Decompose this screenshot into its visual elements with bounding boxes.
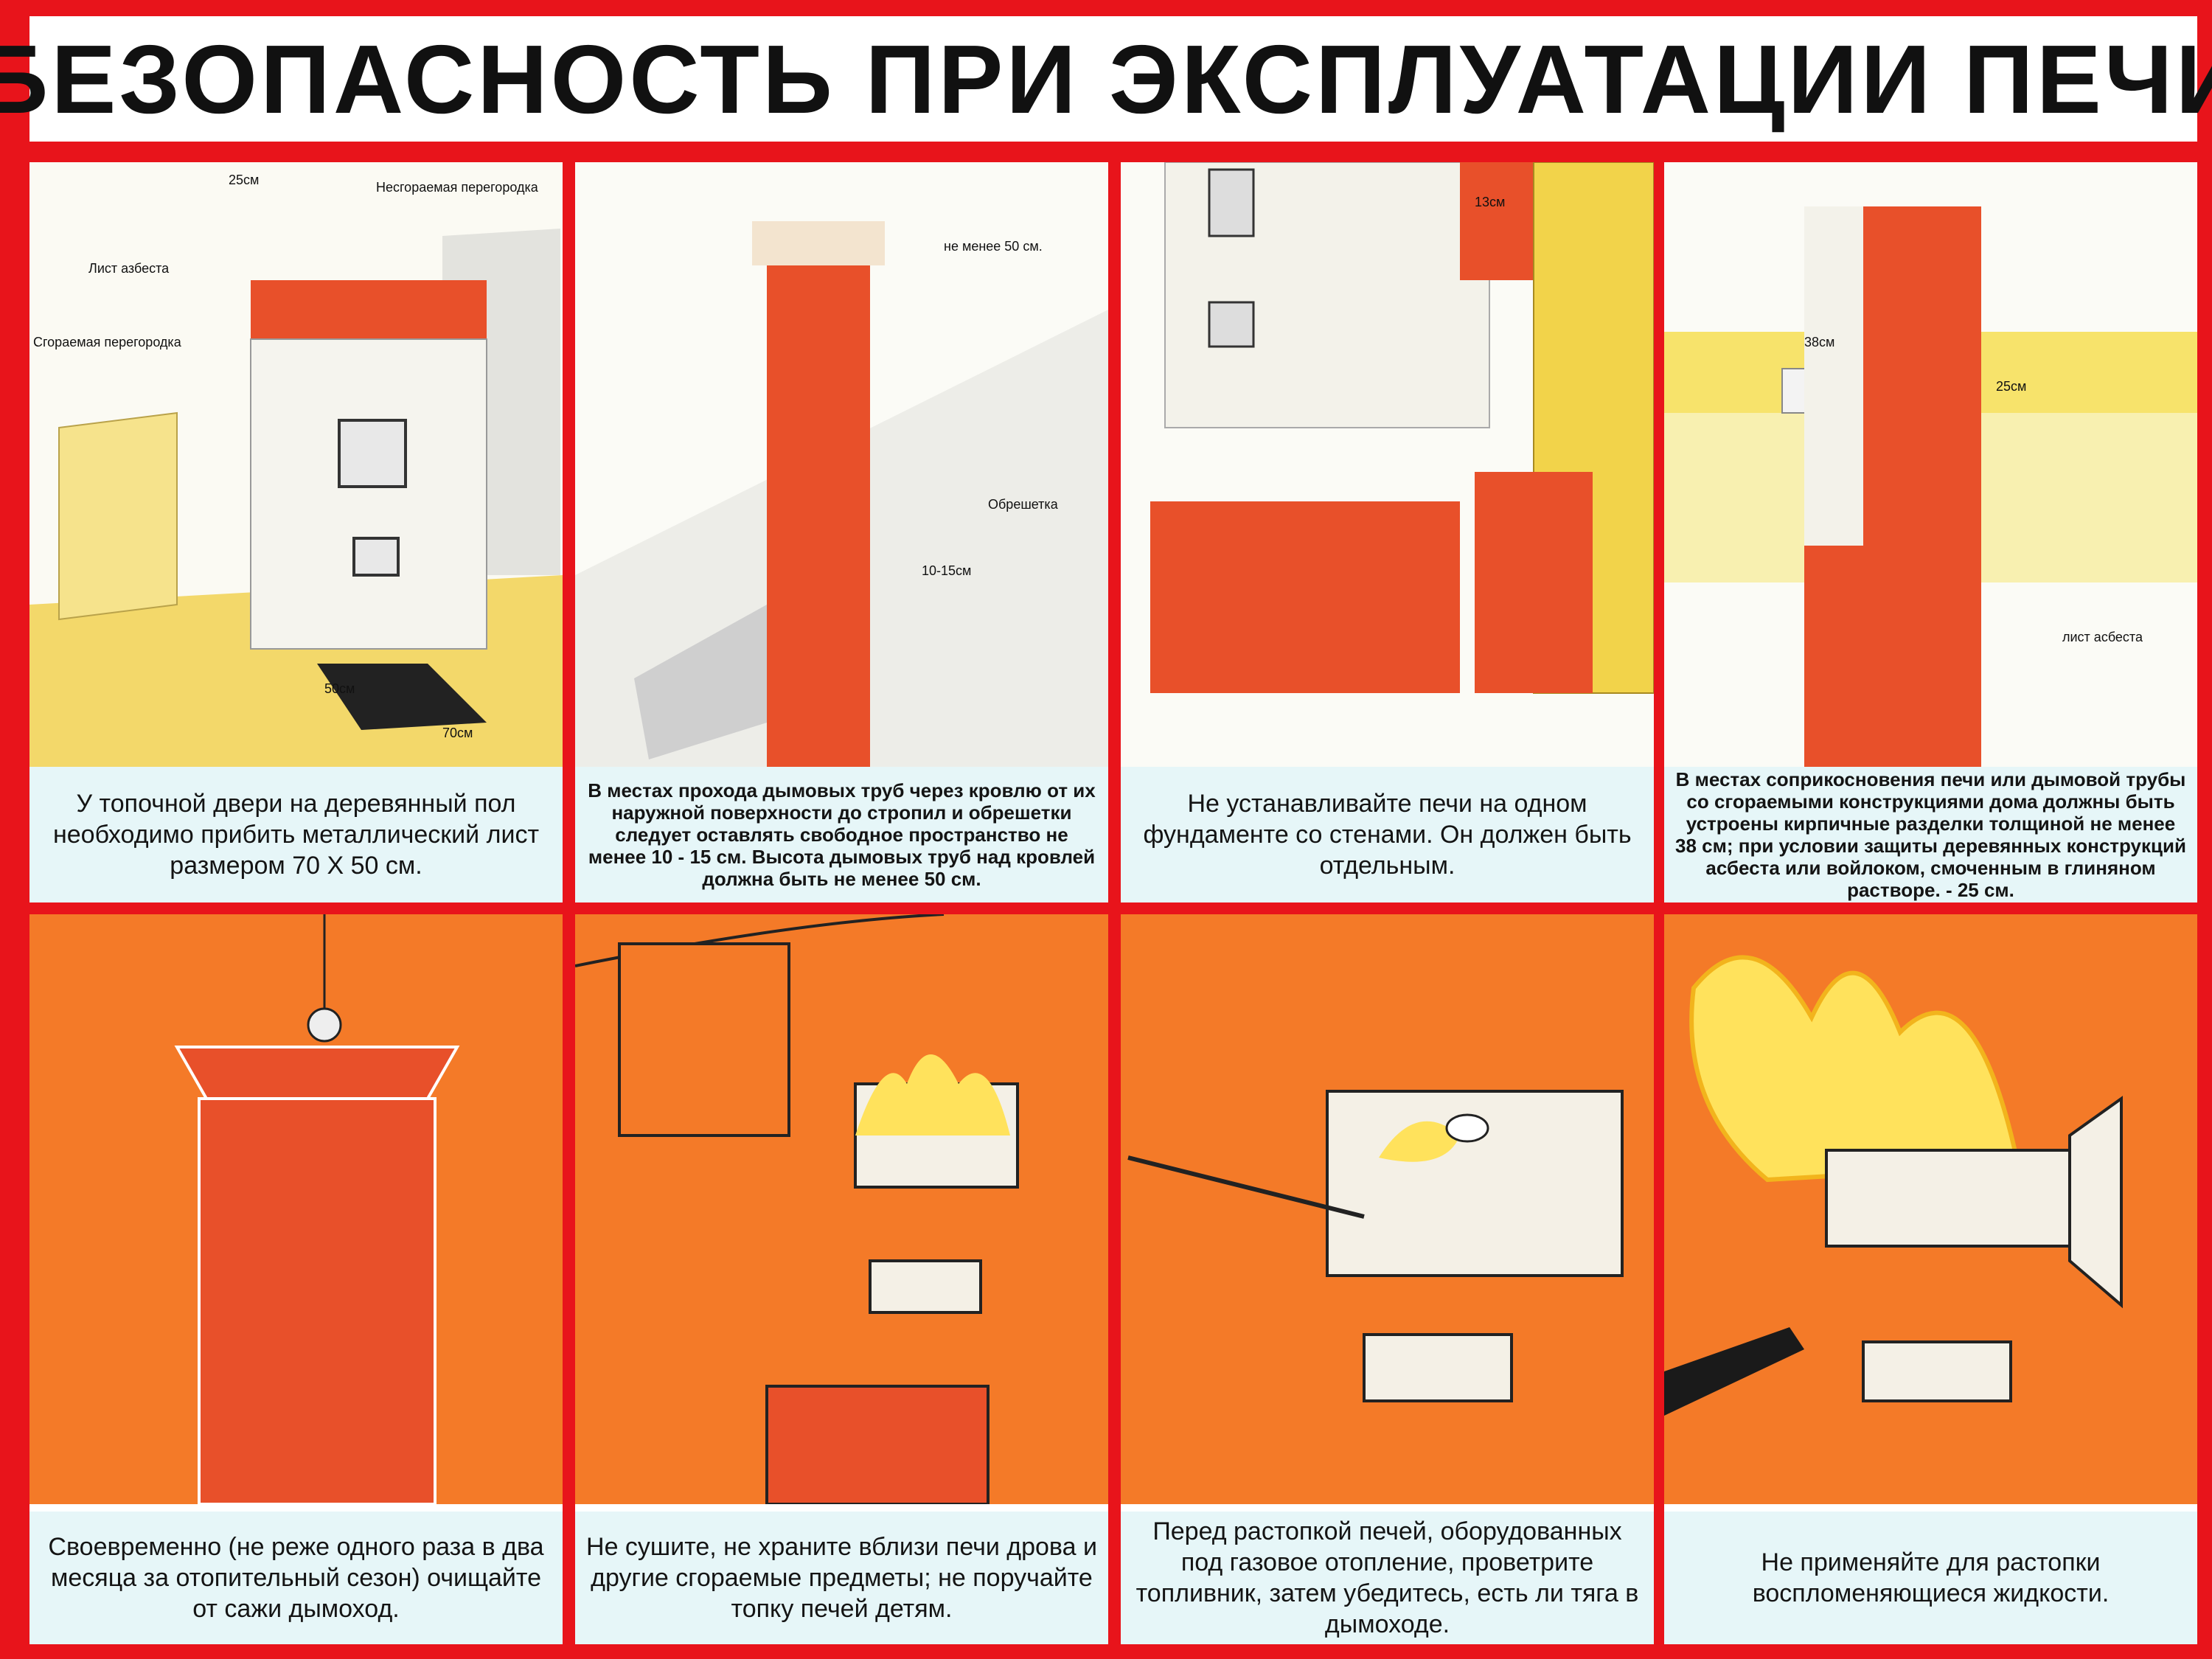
caption-chimney-cleaning: Своевременно (не реже одного раза в два … (29, 1512, 563, 1644)
label-min-50cm: не менее 50 см. (944, 239, 1043, 254)
label-38cm: 38см (1804, 335, 1834, 349)
label-lathing: Обрешетка (988, 497, 1059, 512)
panel-gas-heating: Перед растопкой печей, оборудованных под… (1121, 914, 1654, 1644)
illustration-chimney-ceiling: 38см 25см лист асбеста (1664, 162, 2197, 767)
caption-no-flammable-liquids: Не применяйте для растопки воспломеняющи… (1664, 1512, 2197, 1644)
label-70cm: 70см (442, 726, 473, 740)
label-50cm: 50см (324, 681, 355, 696)
caption-brick-cutting: В местах соприкосновения печи или дымово… (1664, 767, 2197, 902)
illustration-chimney-sweep (29, 914, 563, 1504)
panel-no-flammable-liquids: Не применяйте для растопки воспломеняющи… (1664, 914, 2197, 1644)
caption-foundation: Не устанавливайте печи на одном фундамен… (1121, 767, 1654, 902)
caption-metal-sheet: У топочной двери на деревянный пол необх… (29, 767, 563, 902)
label-25cm: 25см (229, 173, 259, 187)
panel-brick-cutting: 38см 25см лист асбеста В местах соприкос… (1664, 162, 2197, 902)
label-nonflammable-partition: Несгораемая перегородка (376, 180, 539, 195)
label-25cm-right: 25см (1996, 379, 2026, 394)
title-bar: БЕЗОПАСНОСТЬ ПРИ ЭКСПЛУАТАЦИИ ПЕЧИ (0, 16, 2212, 142)
caption-no-drying: Не сушите, не храните вблизи печи дрова … (575, 1512, 1108, 1644)
caption-roof-passage: В местах прохода дымовых труб через кров… (575, 767, 1108, 902)
label-flammable-partition: Сгораемая перегородка (33, 335, 182, 349)
illustration-gas-stove-draft (1121, 914, 1654, 1504)
illustration-separate-foundation: 13см (1121, 162, 1654, 767)
poster-title: БЕЗОПАСНОСТЬ ПРИ ЭКСПЛУАТАЦИИ ПЕЧИ (0, 24, 2212, 133)
label-asbestos-sheet-2: лист асбеста (2062, 630, 2143, 644)
illustration-flammable-liquid (1664, 914, 2197, 1504)
illustration-stove-floor-sheet: 25см Несгораемая перегородка Лист азбест… (29, 162, 563, 767)
panel-no-drying: Не сушите, не храните вблизи печи дрова … (575, 914, 1108, 1644)
caption-gas-heating: Перед растопкой печей, оборудованных под… (1121, 1512, 1654, 1644)
label-10-15cm: 10-15см (922, 563, 971, 578)
panel-metal-sheet: 25см Несгораемая перегородка Лист азбест… (29, 162, 563, 902)
panel-chimney-cleaning: Своевременно (не реже одного раза в два … (29, 914, 563, 1644)
panel-roof-passage: не менее 50 см. Обрешетка 10-15см В мест… (575, 162, 1108, 902)
label-asbestos-sheet: Лист азбеста (88, 261, 170, 276)
illustration-chimney-roof: не менее 50 см. Обрешетка 10-15см (575, 162, 1108, 767)
label-13cm: 13см (1475, 195, 1505, 209)
panel-foundation: 13см Не устанавливайте печи на одном фун… (1121, 162, 1654, 902)
illustration-firewood-near-stove (575, 914, 1108, 1504)
